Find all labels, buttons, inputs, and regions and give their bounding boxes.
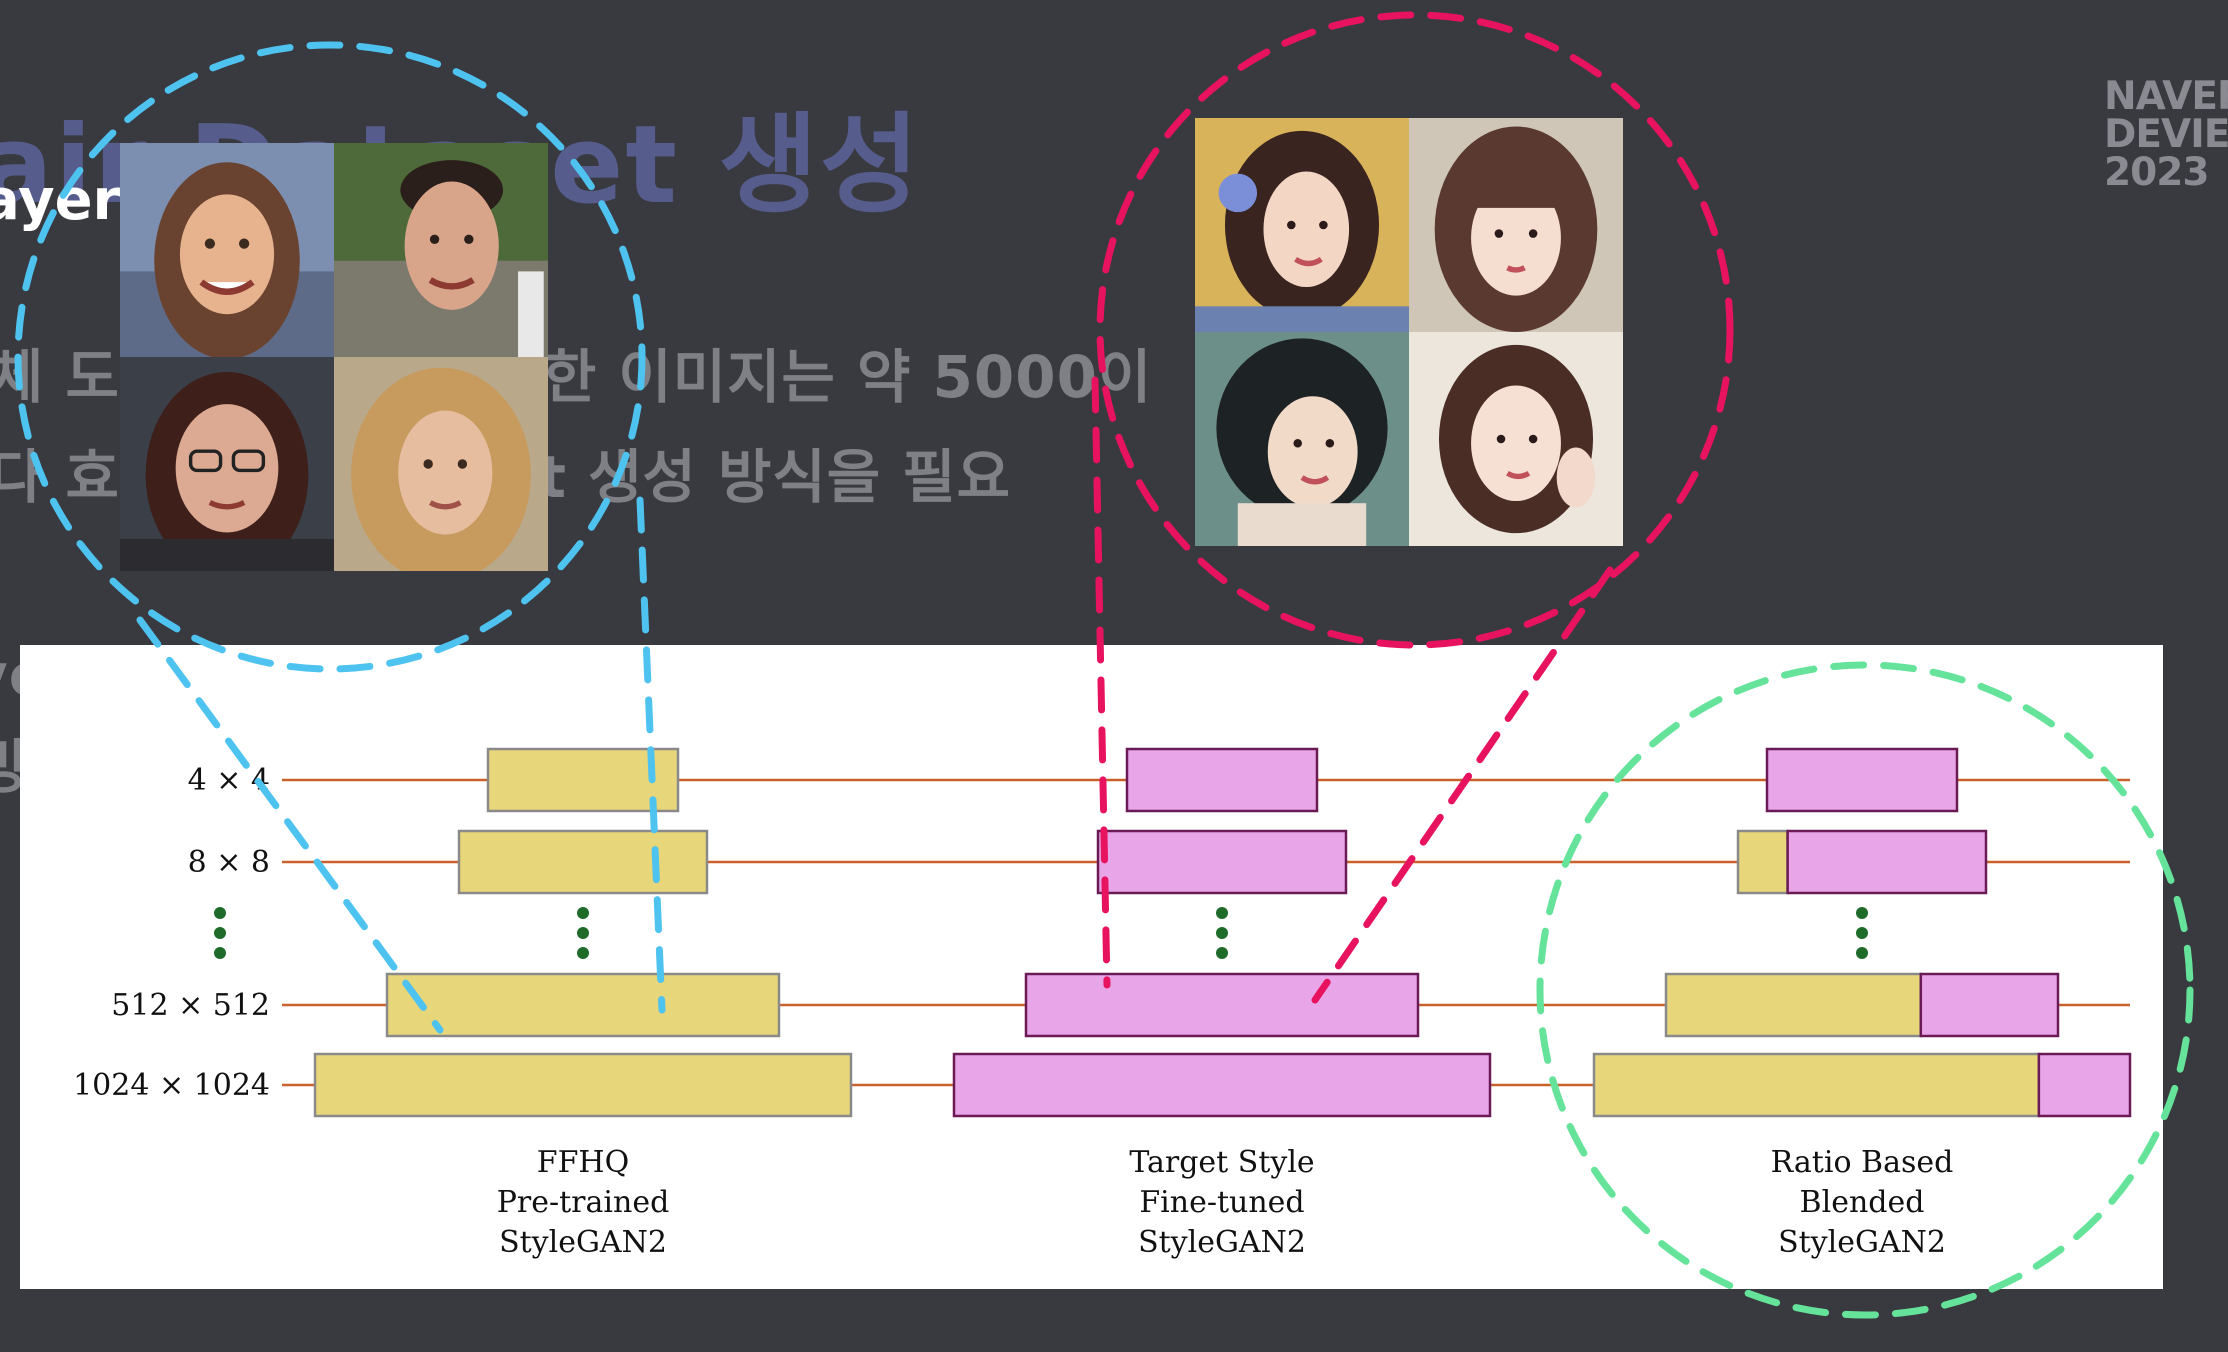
model-label-3-line-1: Ratio Based	[1771, 1145, 1954, 1180]
layer-block-source-1-4	[313, 1052, 853, 1118]
layer-block-target-2-4	[952, 1052, 1492, 1118]
layer-block-source-3-4	[1592, 1052, 2041, 1118]
layer-block-target-2-2	[1096, 829, 1348, 895]
layer-block-target-3-3	[1919, 972, 2060, 1038]
ellipsis-dot-3-1	[1856, 907, 1868, 919]
layer-block-target-3-2	[1786, 829, 1988, 895]
ellipsis-dot-2-3	[1216, 947, 1228, 959]
layer-block-source-1-2	[457, 829, 709, 895]
resolution-label-2: 8 × 8	[188, 845, 270, 880]
styled-face-dark-hair	[1195, 332, 1409, 546]
resolution-label-1: 4 × 4	[188, 763, 270, 798]
styled-face-flower-hair	[1195, 118, 1409, 332]
ellipsis-dot-3-2	[1856, 927, 1868, 939]
real-faces-grid	[120, 143, 548, 571]
model-label-3-line-2: Blended	[1800, 1185, 1925, 1220]
styled-face-hand-on-cheek	[1409, 332, 1623, 546]
layer-block-source-3-2	[1736, 829, 1789, 895]
styled-face-bangs	[1409, 118, 1623, 332]
layer-block-source-1-3	[385, 972, 781, 1038]
model-label-1-line-1: FFHQ	[537, 1145, 629, 1180]
ellipsis-dot-left-3	[214, 947, 226, 959]
ellipsis-dot-left-1	[214, 907, 226, 919]
layer-block-target-3-4	[2037, 1052, 2132, 1118]
real-face-girl	[120, 143, 334, 357]
real-face-woman-glasses	[120, 357, 334, 571]
layer-block-target-3-1	[1765, 747, 1959, 813]
model-label-3-line-3: StyleGAN2	[1778, 1225, 1946, 1260]
ellipsis-dot-1-1	[577, 907, 589, 919]
layer-block-source-3-3	[1664, 972, 1923, 1038]
resolution-label-4: 1024 × 1024	[73, 1068, 270, 1103]
model-label-1-line-3: StyleGAN2	[499, 1225, 667, 1260]
ellipsis-dot-2-2	[1216, 927, 1228, 939]
model-label-1-line-2: Pre-trained	[497, 1185, 670, 1220]
model-label-2-line-2: Fine-tuned	[1139, 1185, 1304, 1220]
real-face-man	[334, 143, 548, 357]
model-label-2-line-3: StyleGAN2	[1138, 1225, 1306, 1260]
layer-block-target-2-1	[1125, 747, 1319, 813]
ellipsis-dot-2-1	[1216, 907, 1228, 919]
logo-line-2: DEVIEW	[2104, 112, 2228, 157]
layer-block-source-1-1	[486, 747, 680, 813]
resolution-label-3: 512 × 512	[111, 988, 270, 1023]
real-face-woman-blonde	[334, 357, 548, 571]
layer-block-target-2-3	[1024, 972, 1420, 1038]
logo-line-1: NAVER	[2104, 74, 2228, 119]
ellipsis-dot-1-3	[577, 947, 589, 959]
slide-subtitle: ayer	[0, 168, 121, 233]
styled-faces-grid	[1195, 118, 1623, 546]
model-label-2-line-1: Target Style	[1129, 1145, 1314, 1180]
ellipsis-dot-1-2	[577, 927, 589, 939]
ellipsis-dot-left-2	[214, 927, 226, 939]
logo-line-3: 2023	[2104, 150, 2210, 195]
ellipsis-dot-3-3	[1856, 947, 1868, 959]
